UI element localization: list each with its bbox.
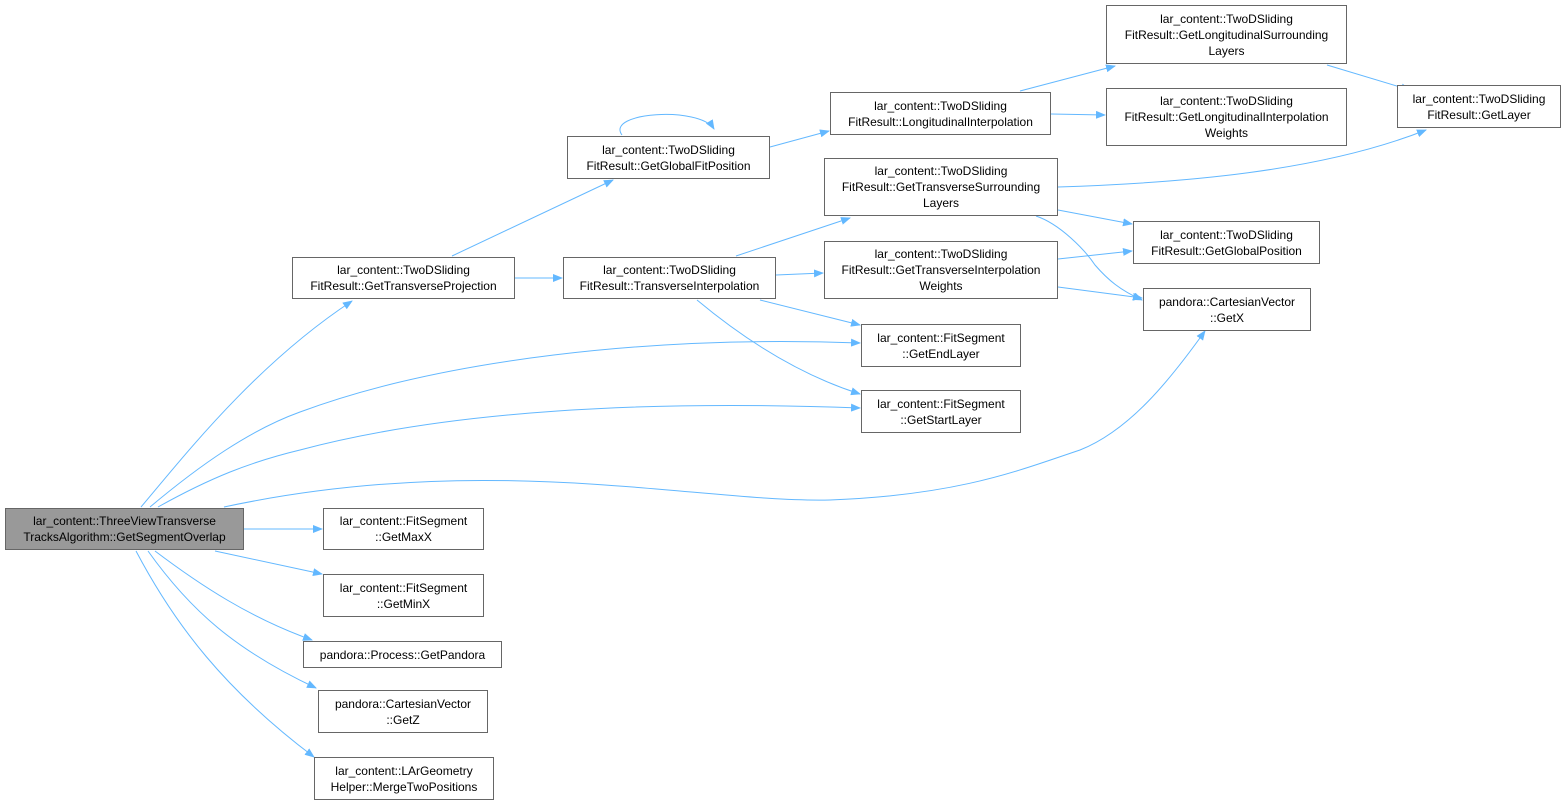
edge-get-transverse-projection-to-get-global-fit-position xyxy=(451,179,614,257)
edge-get-transverse-surrounding-layers-to-get-layer xyxy=(1057,129,1427,188)
edge-root-to-get-start-layer xyxy=(157,403,861,508)
edge-get-global-fit-position-to-longitudinal-interpolation xyxy=(769,129,830,148)
node-label-line: lar_content::TwoDSliding xyxy=(874,247,1008,261)
node-label-line: FitResult::GetLongitudinalSurrounding xyxy=(1124,27,1329,42)
edge-get-transverse-surrounding-layers-to-get-global-position xyxy=(1057,209,1133,227)
node-label-line: Layers xyxy=(922,196,960,210)
edge-transverse-interpolation-to-get-transverse-interpolation-weights xyxy=(775,269,824,278)
edge-root-to-get-min-x xyxy=(214,550,323,577)
node-label-line: FitResult::GetTransverseProjection xyxy=(310,279,497,293)
edge-get-longitudinal-surrounding-layers-to-get-layer xyxy=(1326,64,1411,92)
edge-get-transverse-surrounding-layers-to-cartesian-get-x xyxy=(1035,215,1143,301)
edge-root-to-get-end-layer xyxy=(149,338,861,508)
node-label-line: Layers xyxy=(1208,43,1245,58)
node-label-line: ::GetMaxX xyxy=(375,530,432,544)
edge-transverse-interpolation-to-get-transverse-surrounding-layers xyxy=(735,217,851,257)
edge-transverse-interpolation-to-get-end-layer xyxy=(759,299,861,327)
node-label-line: FitResult::GetGlobalPosition xyxy=(1151,243,1302,258)
node-label-line: FitResult::GetTransverseSurrounding xyxy=(841,180,1041,194)
node-label-line: FitResult::GetLongitudinalInterpolation xyxy=(1124,110,1329,124)
node-label-line: lar_content::FitSegment xyxy=(339,580,468,595)
node-label-line: TracksAlgorithm::GetSegmentOverlap xyxy=(23,530,226,544)
edge-root-to-cartesian-get-z xyxy=(147,550,317,689)
node-label-line: lar_content::TwoDSliding xyxy=(602,142,735,157)
node-label-line: lar_content::LArGeometry xyxy=(335,763,473,778)
node-label-line: lar_content::TwoDSliding xyxy=(603,263,736,277)
node-label-line: ::GetStartLayer xyxy=(900,412,982,427)
edge-transverse-interpolation-to-get-start-layer xyxy=(696,299,861,396)
node-label-line: lar_content::FitSegment xyxy=(877,330,1005,345)
node-label-line: ::GetX xyxy=(1209,310,1244,325)
node-label-line: lar_content::FitSegment xyxy=(339,514,468,528)
node-get-max-x[interactable]: lar_content::FitSegment::GetMaxX xyxy=(323,508,484,550)
edge-get-global-fit-position-to-get-global-fit-position xyxy=(619,114,715,136)
node-label-line: ::GetMinX xyxy=(376,596,431,611)
node-label-line: pandora::CartesianVector xyxy=(334,696,472,711)
edge-longitudinal-interpolation-to-get-longitudinal-surrounding-layers xyxy=(1019,64,1116,92)
node-label-line: FitResult::TransverseInterpolation xyxy=(579,279,760,293)
node-label-line: Helper::MergeTwoPositions xyxy=(330,779,478,794)
node-label-line: lar_content::TwoDSliding xyxy=(874,98,1007,113)
edge-root-to-cartesian-get-x xyxy=(223,330,1206,508)
node-label-line: Weights xyxy=(1204,126,1249,140)
edge-get-transverse-interpolation-weights-to-cartesian-get-x xyxy=(1057,286,1143,301)
node-label-line: Weights xyxy=(919,279,963,293)
node-label-line: lar_content::FitSegment xyxy=(877,396,1005,411)
node-label-line: pandora::Process::GetPandora xyxy=(319,647,486,662)
node-label-line: ::GetEndLayer xyxy=(902,346,980,361)
node-label-line: lar_content::TwoDSliding xyxy=(1160,227,1293,242)
node-get-start-layer[interactable]: lar_content::FitSegment::GetStartLayer xyxy=(861,390,1021,433)
edge-root-to-get-transverse-projection xyxy=(140,300,353,508)
node-label-line: lar_content::TwoDSliding xyxy=(1160,11,1293,26)
edge-root-to-get-pandora xyxy=(154,550,313,641)
node-label-line: FitResult::GetLayer xyxy=(1427,107,1531,122)
edges-layer xyxy=(135,64,1427,758)
node-get-pandora[interactable]: pandora::Process::GetPandora xyxy=(303,641,502,668)
node-label-line: lar_content::TwoDSliding xyxy=(874,164,1008,178)
node-get-min-x[interactable]: lar_content::FitSegment::GetMinX xyxy=(323,574,484,617)
node-label-line: FitResult::LongitudinalInterpolation xyxy=(848,114,1033,129)
node-label-line: lar_content::TwoDSliding xyxy=(1412,91,1546,106)
node-label-line: pandora::CartesianVector xyxy=(1158,294,1296,309)
node-label-line: lar_content::ThreeViewTransverse xyxy=(33,514,216,528)
node-label-line: lar_content::TwoDSliding xyxy=(337,263,470,277)
edge-get-transverse-interpolation-weights-to-get-global-position xyxy=(1057,247,1133,260)
node-label-line: FitResult::GetTransverseInterpolation xyxy=(841,263,1041,277)
node-label-line: lar_content::TwoDSliding xyxy=(1160,94,1293,108)
node-label-line: FitResult::GetGlobalFitPosition xyxy=(586,158,751,173)
edge-longitudinal-interpolation-to-get-longitudinal-interpolation-weights xyxy=(1050,110,1106,119)
node-get-end-layer[interactable]: lar_content::FitSegment::GetEndLayer xyxy=(861,324,1021,367)
node-label-line: ::GetZ xyxy=(386,712,420,727)
edge-root-to-merge-two-positions xyxy=(135,550,315,758)
node-cartesian-get-z[interactable]: pandora::CartesianVector::GetZ xyxy=(318,690,488,733)
node-cartesian-get-x[interactable]: pandora::CartesianVector::GetX xyxy=(1143,288,1311,331)
